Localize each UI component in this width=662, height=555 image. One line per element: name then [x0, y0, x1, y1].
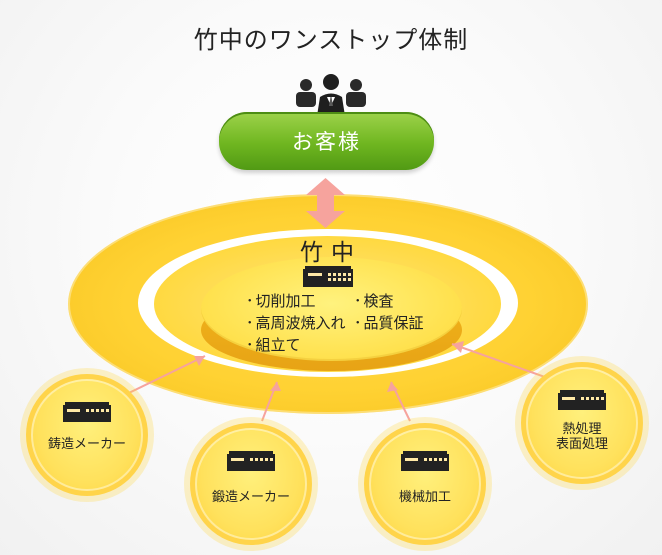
- supplier-machining-label: 機械加工: [398, 490, 451, 505]
- factory-icon: [303, 266, 353, 287]
- supplier-machining[interactable]: 機械加工: [358, 417, 492, 551]
- customer-button[interactable]: お客様: [219, 112, 434, 170]
- factory-icon: [401, 451, 449, 471]
- supplier-casting-inner: [31, 379, 143, 491]
- supplier-casting[interactable]: 鋳造メーカー: [20, 368, 154, 502]
- factory-icon: [558, 390, 606, 410]
- process-item-assembly: 組立て: [246, 334, 301, 356]
- process-item-quality-assurance: 品質保証: [354, 312, 424, 334]
- factory-icon: [227, 451, 275, 471]
- supplier-heat-treatment-label: 熱処理表面処理: [555, 422, 608, 452]
- process-list: 切削加工 高周波焼入れ 組立て 検査 品質保証: [246, 290, 436, 360]
- supplier-forging-label: 鍛造メーカー: [211, 490, 290, 505]
- process-item-inspection: 検査: [354, 290, 394, 312]
- people-icon: [296, 74, 366, 116]
- supplier-casting-label: 鋳造メーカー: [47, 437, 126, 452]
- supplier-heat-treatment[interactable]: 熱処理表面処理: [515, 356, 649, 490]
- supplier-forging-inner: [195, 428, 307, 540]
- factory-icon: [63, 402, 111, 422]
- double-arrow-icon: [306, 178, 345, 228]
- supplier-forging[interactable]: 鍛造メーカー: [184, 417, 318, 551]
- supplier-machining-inner: [369, 428, 481, 540]
- customer-label: お客様: [292, 130, 361, 154]
- process-item-high-frequency-hardening: 高周波焼入れ: [246, 312, 346, 334]
- diagram-title: 竹中のワンストップ体制: [193, 26, 469, 54]
- center-title: 竹中: [300, 240, 362, 266]
- process-item-cutting: 切削加工: [246, 290, 316, 312]
- supplier-heat-treatment-inner: [526, 367, 638, 479]
